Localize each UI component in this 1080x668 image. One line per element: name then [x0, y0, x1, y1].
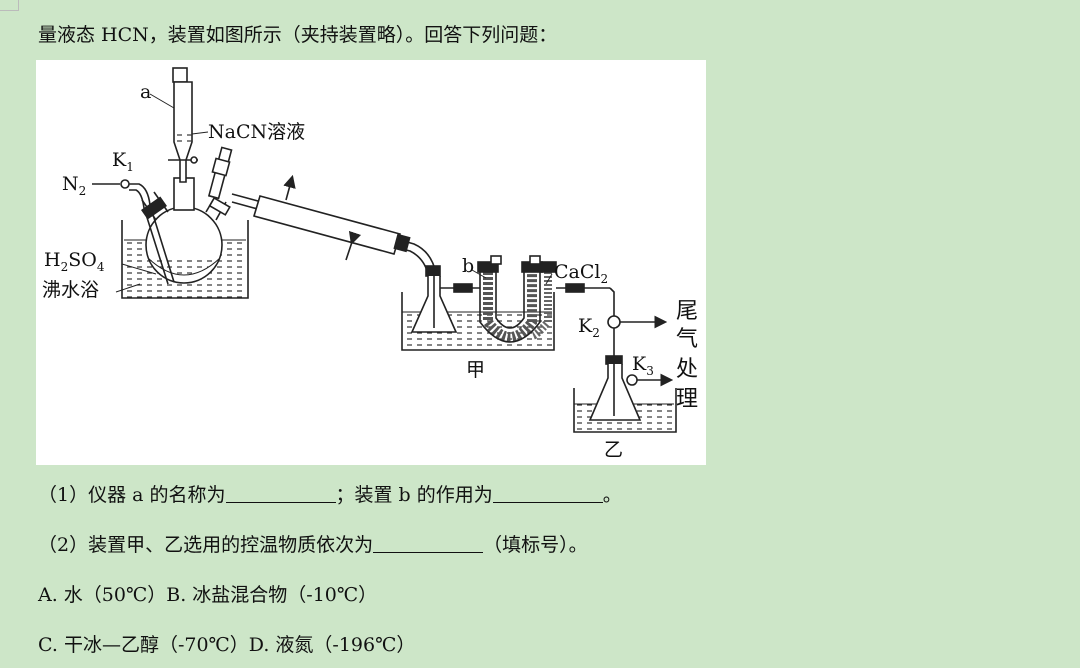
- label-tail-2: 气: [676, 327, 698, 352]
- cacl2-drying-tube: [440, 261, 610, 340]
- label-k1: K1: [112, 149, 134, 174]
- label-k3: K3: [632, 353, 654, 378]
- condenser: [231, 174, 402, 261]
- conical-flask-yi: [588, 364, 674, 421]
- label-boiling-bath: 沸水浴: [42, 279, 99, 301]
- label-tail-3: 处: [676, 357, 698, 382]
- label-jia: 甲: [466, 359, 485, 381]
- conical-flask-jia: [410, 276, 458, 333]
- label-cacl2: CaCl2: [554, 261, 608, 286]
- label-a: a: [140, 81, 151, 103]
- delivery-tube: [393, 233, 441, 277]
- label-yi: 乙: [604, 439, 623, 461]
- question-2-part1: （2）装置甲、乙选用的控温物质依次为: [38, 534, 374, 556]
- intro-text: 量液态 HCN，装置如图所示（夹持装置略）。回答下列问题：: [38, 24, 558, 46]
- label-k2: K2: [578, 315, 600, 340]
- question-2-part2: （填标号）。: [483, 534, 588, 556]
- label-h2so4: H2SO4: [44, 249, 105, 274]
- question-1: （1）仪器 a 的名称为 ；装置 b 的作用为 。: [38, 480, 622, 507]
- answer-blank-1: [225, 484, 336, 503]
- u-tube-b: [477, 255, 543, 343]
- label-nacn: NaCN溶液: [208, 121, 305, 143]
- options-c-d: C. 干冰—乙醇（-70℃）D. 液氮（-196℃）: [38, 634, 416, 656]
- window-corner: [0, 0, 19, 11]
- nitrogen-inlet: [92, 179, 175, 285]
- apparatus-figure: a NaCN溶液 K1 N2 H2SO4 沸水浴 b CaCl2 K2 K3 甲…: [36, 60, 706, 465]
- answer-blank-3: [373, 534, 484, 553]
- dropping-funnel: [168, 67, 198, 183]
- options-a-b: A. 水（50℃）B. 冰盐混合物（-10℃）: [38, 584, 378, 606]
- question-1-part2: ；装置 b 的作用为: [335, 484, 493, 506]
- label-n2: N2: [62, 173, 86, 198]
- thermometer-neck: [207, 146, 233, 200]
- label-b: b: [462, 255, 474, 277]
- label-tail-1: 尾: [676, 299, 698, 324]
- question-1-part1: （1）仪器 a 的名称为: [38, 484, 226, 506]
- question-2: （2）装置甲、乙选用的控温物质依次为 （填标号）。: [38, 530, 588, 557]
- apparatus-diagram: a NaCN溶液 K1 N2 H2SO4 沸水浴 b CaCl2 K2 K3 甲…: [42, 67, 698, 461]
- question-1-part3: 。: [602, 484, 622, 506]
- label-tail-4: 理: [676, 387, 698, 412]
- answer-blank-2: [492, 484, 603, 503]
